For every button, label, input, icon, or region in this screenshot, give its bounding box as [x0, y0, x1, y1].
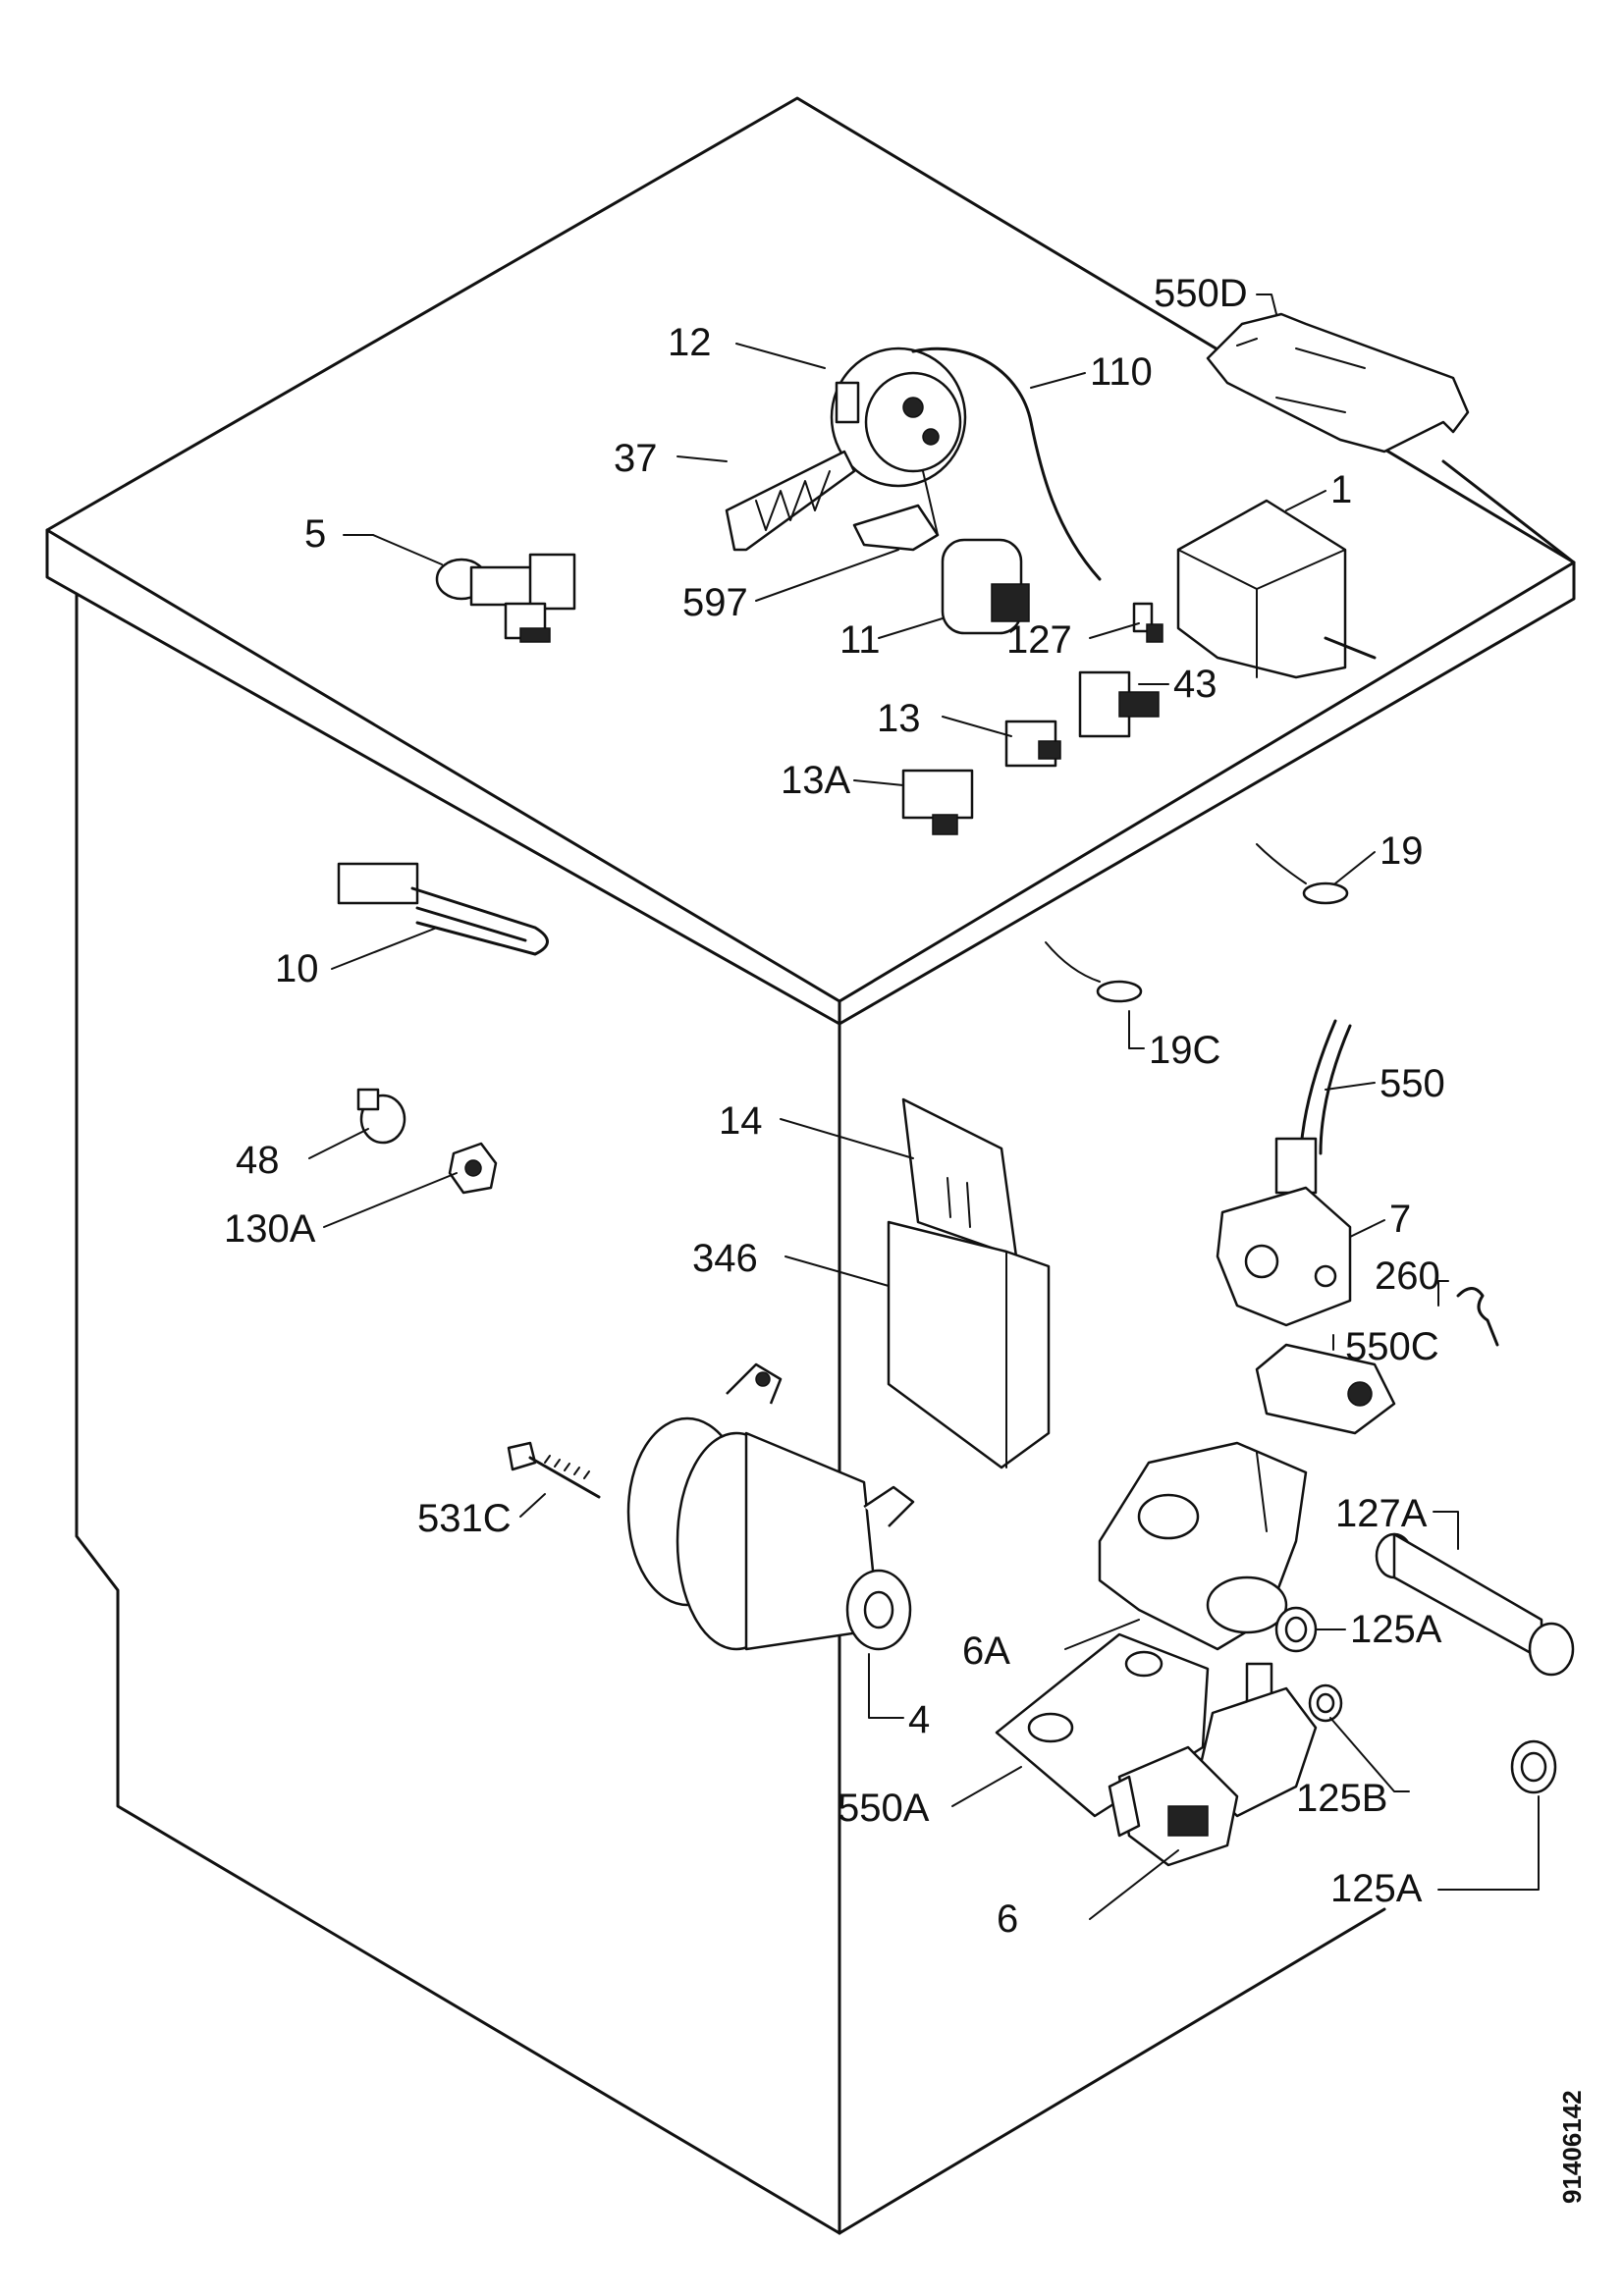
- part-7-lock: [1216, 1186, 1352, 1327]
- label-127: 127: [1006, 618, 1072, 662]
- part-127a-hose: [1375, 1532, 1575, 1677]
- part-531c-bolt: [507, 1441, 601, 1499]
- label-130a: 130A: [224, 1207, 316, 1251]
- part-12-pressure-switch: [830, 347, 967, 488]
- part-43-door-lock: [1078, 670, 1160, 738]
- label-5: 5: [304, 512, 326, 556]
- label-125b: 125B: [1296, 1777, 1387, 1820]
- part-13a-filter: [901, 769, 974, 835]
- part-125b-gasket: [1308, 1683, 1343, 1723]
- part-346-drawer: [887, 1220, 1051, 1469]
- document-id: 91406142: [1557, 2090, 1587, 2204]
- part-19c-sensor: [1045, 941, 1143, 1003]
- leader-lines: [308, 294, 1540, 1920]
- part-4-motor: [626, 1362, 915, 1651]
- part-260-spring: [1456, 1287, 1499, 1347]
- part-11-capacitor: [941, 538, 1030, 635]
- label-550d: 550D: [1154, 272, 1248, 315]
- label-37: 37: [614, 437, 658, 480]
- part-5-inlet-valve: [435, 553, 576, 643]
- label-110: 110: [1090, 350, 1153, 394]
- label-13a: 13A: [781, 759, 850, 802]
- part-19-sensor: [1256, 843, 1349, 905]
- part-48-switch: [356, 1088, 406, 1145]
- label-48: 48: [236, 1139, 280, 1182]
- part-10-heating-element: [337, 862, 549, 956]
- label-12: 12: [668, 321, 712, 364]
- part-1-programmer: [1176, 499, 1377, 679]
- part-550d-cover-plate: [1206, 312, 1470, 454]
- label-4: 4: [908, 1698, 930, 1741]
- label-550a: 550A: [838, 1787, 930, 1830]
- label-19: 19: [1380, 829, 1424, 873]
- label-11: 11: [839, 618, 881, 662]
- part-6a-pump-housing: [1098, 1441, 1308, 1651]
- label-43: 43: [1173, 663, 1217, 706]
- part-130a-nut: [448, 1142, 498, 1195]
- part-597-clip: [852, 470, 940, 552]
- label-13: 13: [877, 697, 921, 740]
- part-6-pump: [1108, 1662, 1318, 1867]
- label-6a: 6A: [962, 1629, 1010, 1673]
- part-110-hose: [911, 347, 1102, 581]
- label-1: 1: [1330, 468, 1352, 511]
- label-125a-top: 125A: [1350, 1608, 1442, 1651]
- label-260: 260: [1375, 1255, 1440, 1298]
- part-13-filter: [1004, 720, 1061, 768]
- part-125a-gasket-bottom: [1510, 1739, 1557, 1794]
- label-550c: 550C: [1345, 1325, 1439, 1368]
- label-19c: 19C: [1149, 1029, 1220, 1072]
- label-6: 6: [997, 1897, 1018, 1941]
- part-550c-cover: [1255, 1343, 1396, 1435]
- part-37-bracket: [725, 450, 856, 552]
- label-125a-bottom: 125A: [1330, 1867, 1423, 1910]
- part-125a-gasket-top: [1274, 1606, 1318, 1653]
- label-10: 10: [275, 947, 319, 990]
- part-labels: 550D 110 12 37 5 597 1 11 127 43 13 13A …: [224, 272, 1445, 1941]
- label-14: 14: [719, 1099, 763, 1143]
- label-127a: 127A: [1335, 1492, 1428, 1535]
- label-346: 346: [692, 1237, 758, 1280]
- label-531c: 531C: [417, 1497, 512, 1540]
- label-7: 7: [1389, 1198, 1411, 1241]
- label-550: 550: [1380, 1062, 1445, 1105]
- label-597: 597: [682, 581, 748, 624]
- part-550-wire: [1274, 1019, 1352, 1195]
